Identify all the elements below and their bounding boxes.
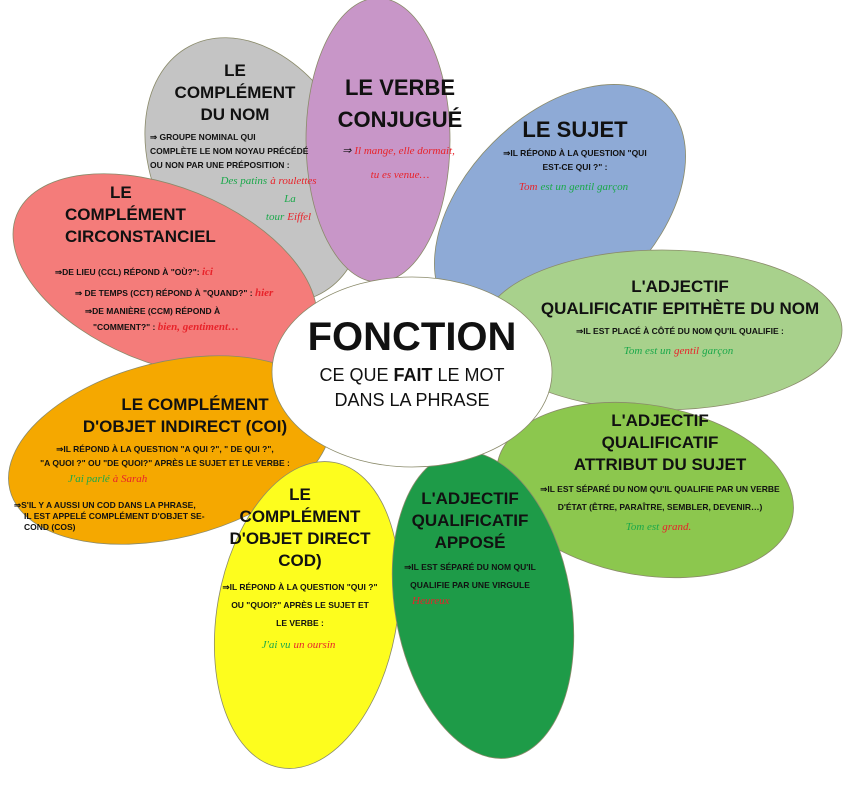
petal-title: APPOSÉ	[434, 533, 506, 552]
example-text: Des patins	[220, 175, 268, 187]
petal-cod	[213, 461, 401, 769]
example-text: garçon	[702, 345, 734, 357]
petal-desc: ⇒DE MANIÈRE (CCM) RÉPOND À	[85, 306, 221, 316]
petal-title: QUALIFICATIF	[411, 511, 529, 530]
complement-nom-text: LE COMPLÉMENT DU NOM ⇒ GROUPE NOMINAL QU…	[150, 60, 320, 226]
example-text: J'ai vu	[261, 639, 291, 651]
complement-circ-text: LE COMPLÉMENT CIRCONSTANCIEL	[55, 182, 235, 248]
petal-title: COD)	[278, 551, 322, 570]
example-text: J'ai parlé	[68, 473, 110, 485]
appose-text: L'ADJECTIF QUALIFICATIF APPOSÉ ⇒IL EST S…	[400, 488, 540, 610]
example-text: Il mange, elle dormait,	[354, 145, 455, 157]
center-circle	[271, 276, 553, 468]
petal-title: LE	[289, 485, 311, 504]
example-text: Heureux	[412, 595, 450, 607]
example-text: gentil	[674, 345, 700, 357]
center-label: FONCTION CE QUE FAIT LE MOT DANS LA PHRA…	[282, 312, 542, 412]
petal-title: L'ADJECTIF	[631, 277, 729, 296]
petal-title: D'OBJET INDIRECT (COI)	[82, 417, 288, 436]
petal-desc: ⇒IL RÉPOND À LA QUESTION "A QUI ?", " DE…	[56, 444, 274, 454]
coi-note: ⇒S'IL Y A AUSSI UN COD DANS LA PHRASE, I…	[14, 500, 234, 533]
petal-title: LE	[110, 183, 132, 202]
example-text: Tom	[518, 181, 538, 193]
petal-note: ⇒S'IL Y A AUSSI UN COD DANS LA PHRASE,	[14, 500, 196, 510]
petal-desc: QUALIFIE PAR UNE VIRGULE	[410, 580, 530, 590]
example-text: à Sarah	[112, 473, 148, 485]
petal-note: IL EST APPELÉ COMPLÉMENT D'OBJET SE-	[24, 511, 205, 521]
example-text: un oursin	[293, 639, 336, 651]
example-text: grand.	[662, 521, 692, 533]
petal-desc: ⇒IL EST PLACÉ À CÔTÉ DU NOM QU'IL QUALIF…	[576, 326, 784, 336]
petal-desc: ⇒IL EST SÉPARÉ DU NOM QU'IL	[404, 562, 536, 572]
example-text: ici	[201, 266, 213, 278]
epithete-text: L'ADJECTIF QUALIFICATIF EPITHÈTE DU NOM …	[530, 276, 830, 360]
petal-desc: LE VERBE :	[276, 618, 324, 628]
petal-desc: OU NON PAR UNE PRÉPOSITION :	[150, 160, 290, 170]
petal-title: QUALIFICATIF	[601, 433, 719, 452]
example-text: Tom est	[625, 521, 660, 533]
petal-title: LE COMPLÉMENT	[121, 395, 269, 414]
example-text: Eiffel	[287, 211, 312, 223]
example-text: est un gentil garçon	[540, 181, 629, 193]
petal-desc: "A QUOI ?" OU "DE QUOI?" APRÈS LE SUJET …	[40, 458, 290, 468]
petal-desc: ⇒IL EST SÉPARÉ DU NOM QU'IL QUALIFIE PAR…	[540, 484, 780, 494]
example-text: La tour	[265, 193, 296, 223]
petal-desc: ⇒ GROUPE NOMINAL QUI	[150, 132, 256, 142]
petal-title: L'ADJECTIF	[611, 411, 709, 430]
petal-title: D'OBJET DIRECT	[229, 529, 371, 548]
arrow-icon: ⇒	[342, 145, 352, 157]
petal-desc: EST-CE QUI ?" :	[542, 162, 608, 172]
example-text: à roulettes	[270, 175, 317, 187]
center-title: FONCTION	[307, 315, 517, 359]
coi-text: LE COMPLÉMENT D'OBJET INDIRECT (COI) ⇒IL…	[20, 394, 310, 488]
petal-title: L'ADJECTIF	[421, 489, 519, 508]
petal-desc: OU "QUOI?" APRÈS LE SUJET ET	[231, 600, 369, 610]
sujet-text: LE SUJET ⇒IL RÉPOND À LA QUESTION "QUI E…	[495, 114, 655, 196]
petal-title: LE VERBE	[344, 75, 456, 100]
center-subtitle-bold: FAIT	[393, 365, 433, 385]
petal-desc: ⇒IL RÉPOND À LA QUESTION "QUI	[503, 148, 647, 158]
petal-title: COMPLÉMENT	[239, 507, 361, 526]
example-text: Tom est un	[623, 345, 672, 357]
petal-note: COND (COS)	[24, 522, 76, 532]
petal-title: COMPLÉMENT	[65, 205, 186, 224]
petal-desc: COMPLÈTE LE NOM NOYAU PRÉCÉDÉ	[150, 146, 309, 156]
petal-desc: ⇒IL RÉPOND À LA QUESTION "QUI ?"	[222, 582, 378, 592]
center-subtitle-2: LE MOT	[437, 365, 505, 385]
petal-title: QUALIFICATIF EPITHÈTE DU NOM	[540, 299, 820, 318]
center-subtitle-1: CE QUE	[319, 365, 389, 385]
petal-title: CONJUGUÉ	[337, 107, 463, 132]
petal-title: DU NOM	[200, 105, 270, 124]
petal-desc: ⇒DE LIEU (CCL) RÉPOND À "OÙ?":	[55, 267, 200, 277]
center-subtitle-3: DANS LA PHRASE	[334, 390, 490, 410]
attribut-text: L'ADJECTIF QUALIFICATIF ATTRIBUT DU SUJE…	[525, 410, 795, 536]
example-text: hier	[255, 287, 274, 299]
complement-circ-lines: ⇒DE LIEU (CCL) RÉPOND À "OÙ?": ici ⇒ DE …	[55, 262, 315, 336]
petal-title: LE SUJET	[522, 117, 628, 142]
petal-title: ATTRIBUT DU SUJET	[573, 455, 747, 474]
example-text: bien, gentiment…	[157, 321, 240, 333]
petal-desc: D'ÉTAT (ÊTRE, PARAÎTRE, SEMBLER, DEVENIR…	[557, 502, 763, 512]
petal-title: COMPLÉMENT	[174, 83, 296, 102]
petal-title: CIRCONSTANCIEL	[65, 227, 216, 246]
petal-desc: "COMMENT?" :	[93, 322, 156, 332]
verbe-text: LE VERBE CONJUGUÉ ⇒Il mange, elle dormai…	[325, 72, 475, 184]
example-text: tu es venue…	[370, 169, 430, 181]
petal-desc: ⇒ DE TEMPS (CCT) RÉPOND À "QUAND?" :	[75, 288, 253, 298]
petal-title: LE	[224, 61, 246, 80]
cod-text: LE COMPLÉMENT D'OBJET DIRECT COD) ⇒IL RÉ…	[215, 484, 385, 654]
